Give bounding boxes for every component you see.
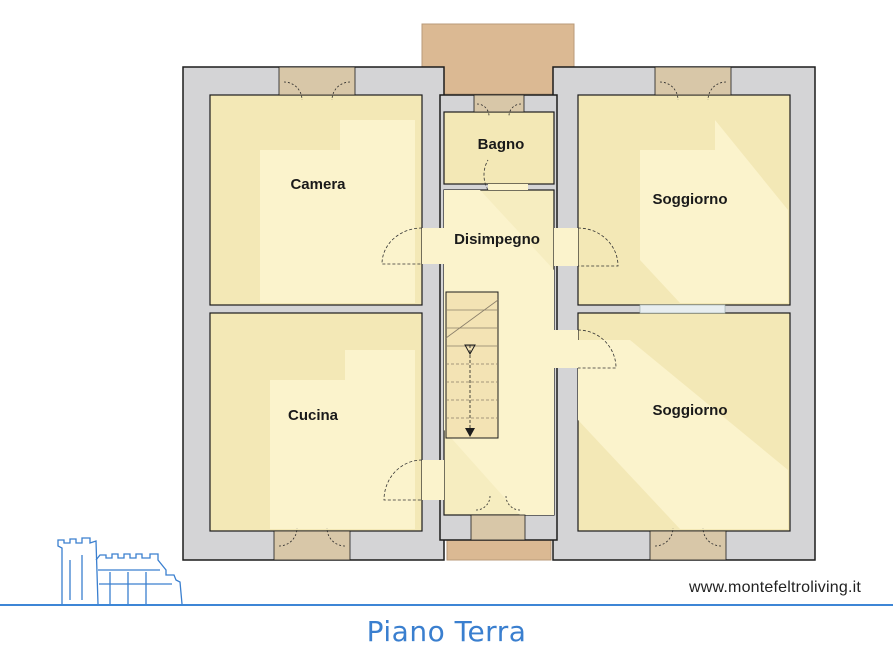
staircase — [445, 291, 499, 439]
terrace-top — [421, 23, 575, 95]
doors — [381, 159, 726, 501]
page-title: Piano Terra — [366, 615, 527, 648]
windows — [273, 66, 732, 561]
room-label-bagno: Bagno — [478, 136, 525, 153]
camera-light — [248, 120, 415, 303]
room-label-soggiorno-1: Soggiorno — [653, 191, 728, 208]
footer-divider — [0, 604, 893, 606]
cucina-light — [270, 350, 415, 529]
soggiorno1-light — [640, 120, 788, 303]
website-url: www.montefeltroliving.it — [689, 579, 861, 596]
room-label-camera: Camera — [290, 176, 346, 193]
room-label-cucina: Cucina — [288, 407, 339, 424]
window-swings — [278, 81, 727, 547]
soggiorno2-light — [578, 340, 788, 529]
castle-fortress-icon — [57, 537, 183, 605]
room-label-soggiorno-2: Soggiorno — [653, 402, 728, 419]
room-label-disimpegno: Disimpegno — [454, 231, 540, 248]
